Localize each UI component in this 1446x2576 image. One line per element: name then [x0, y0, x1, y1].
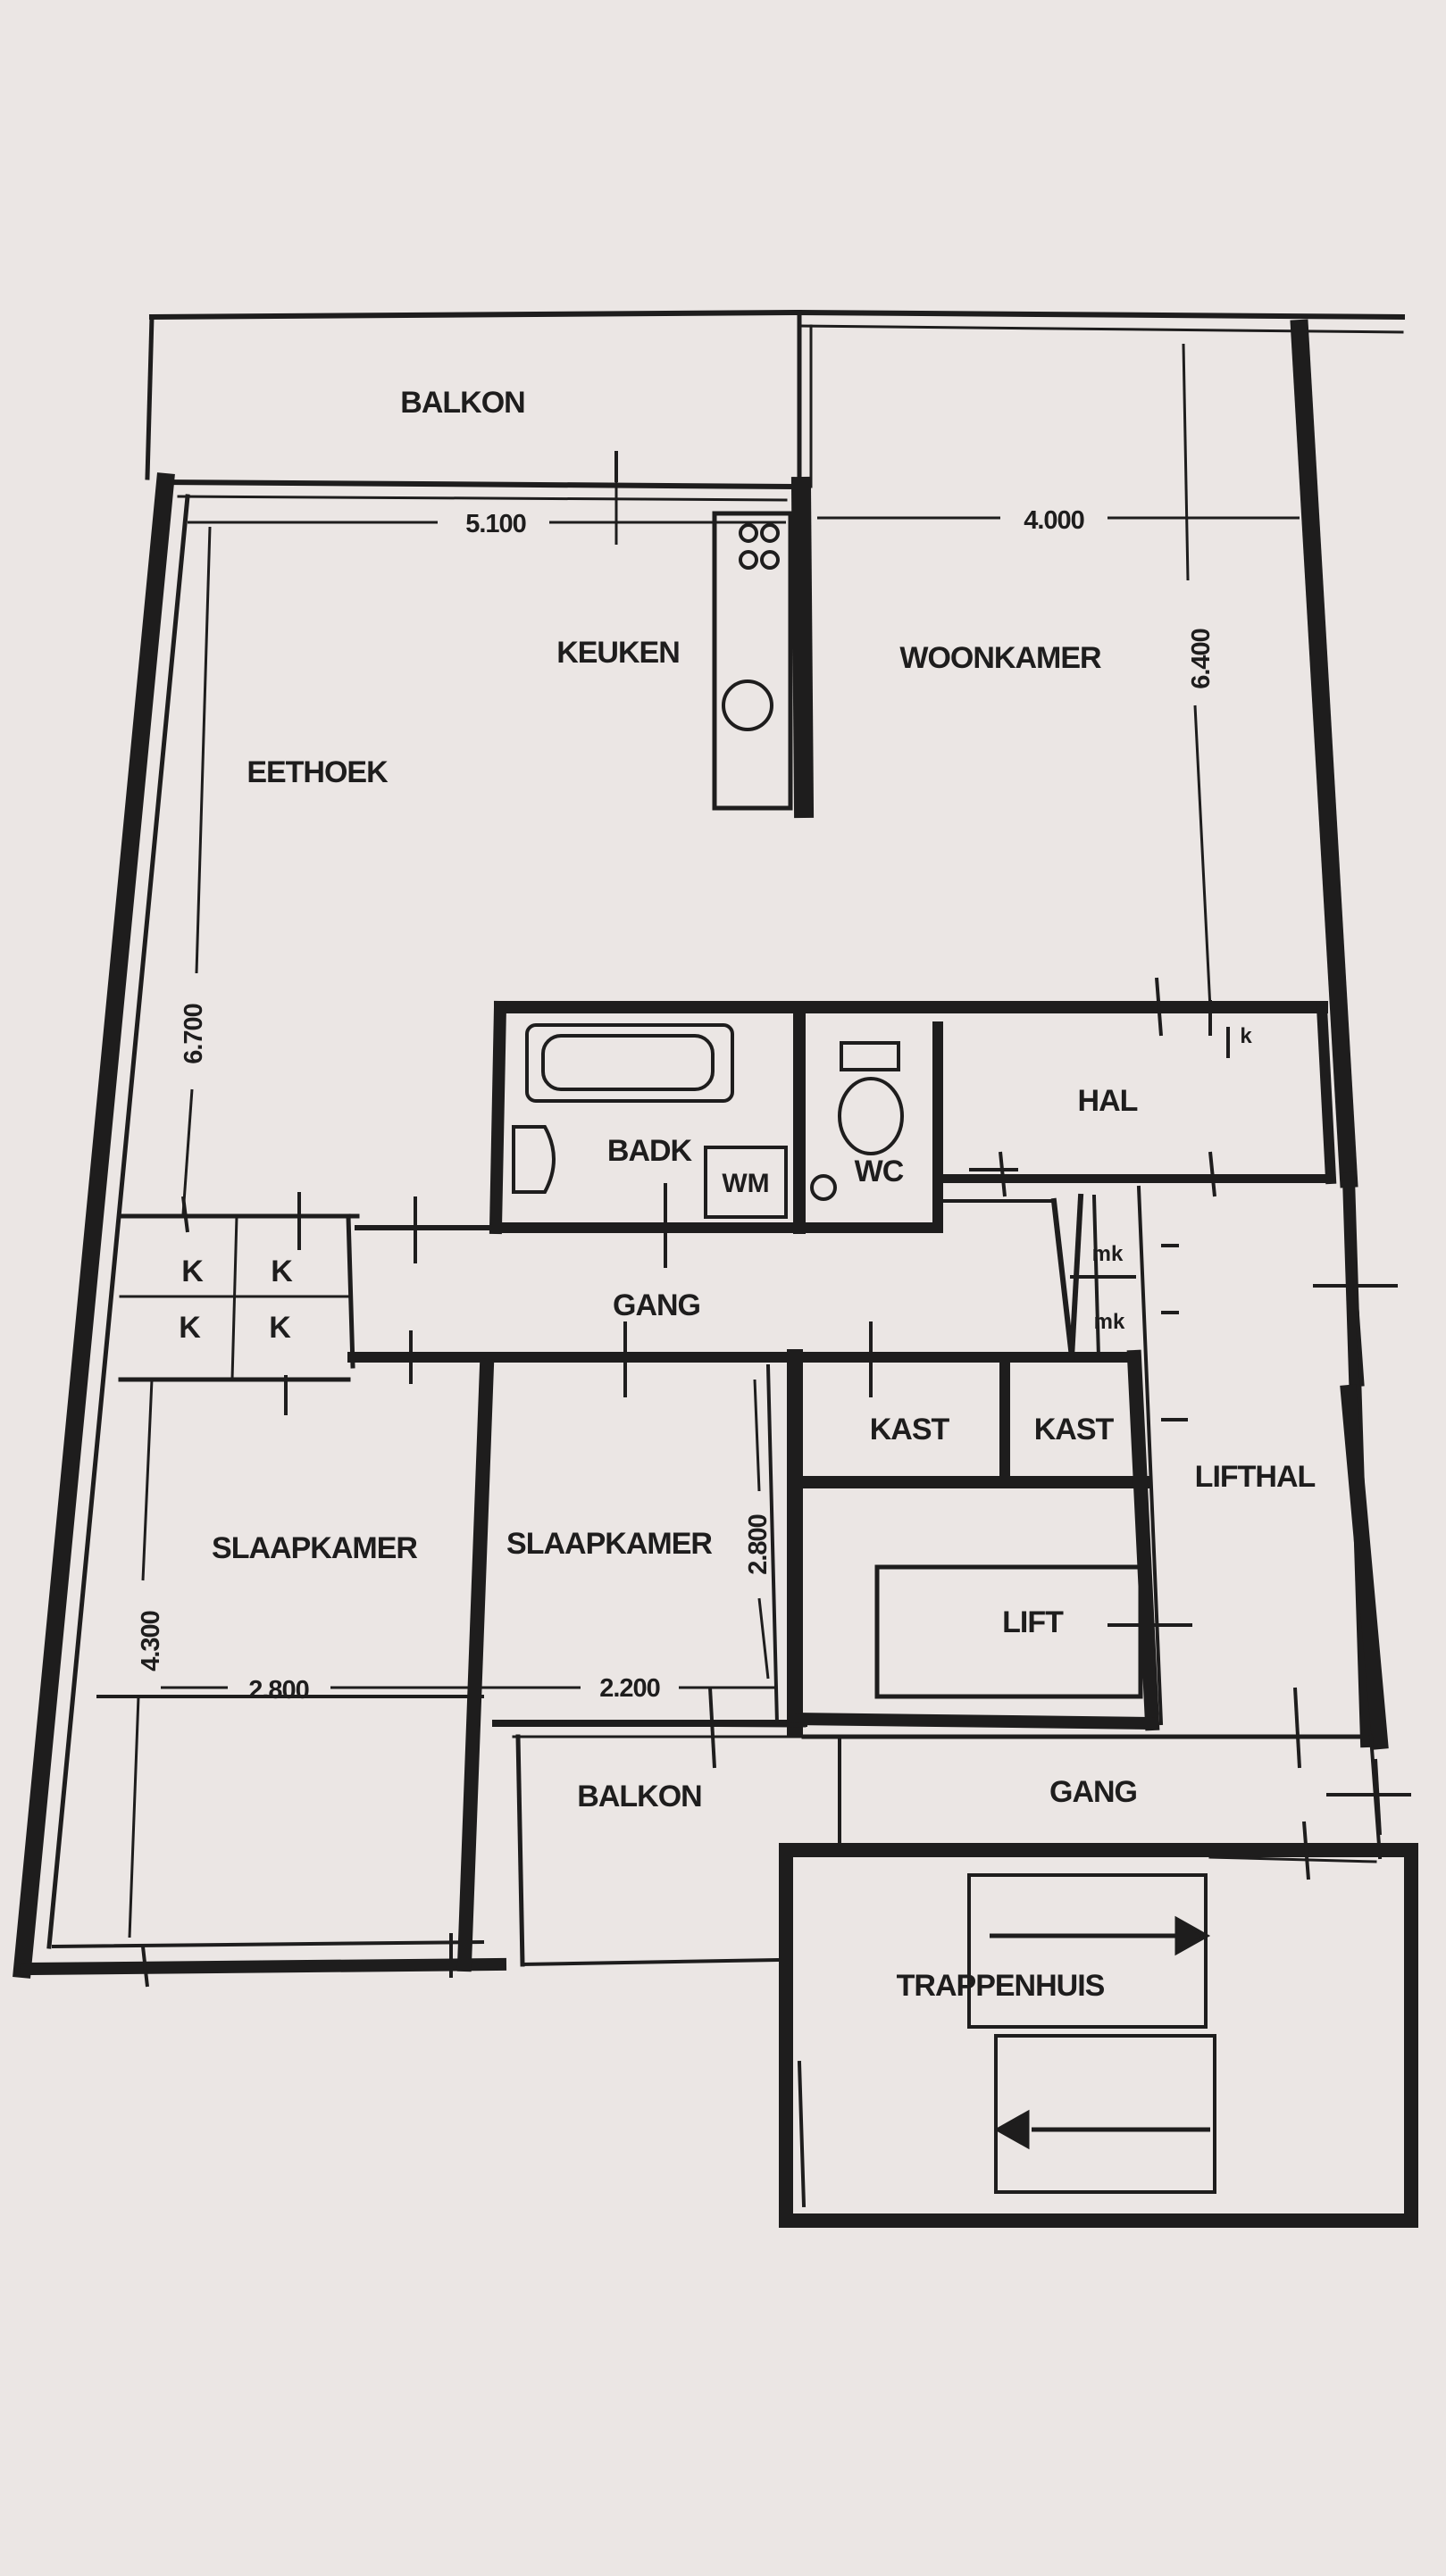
kitchen-sink-icon	[722, 679, 773, 731]
dimension-label-woonkamer-width: 4.000	[1024, 506, 1084, 535]
hob-burner-icon	[760, 550, 780, 570]
room-label-lifthal: LIFTHAL	[1195, 1460, 1316, 1494]
dimension-label-woonkamer-depth: 6.400	[1187, 629, 1216, 689]
stair-up-arrowhead-icon	[1174, 1915, 1211, 1956]
sink-icon	[512, 1125, 556, 1194]
label-wm: WM	[722, 1169, 769, 1198]
drain-icon	[810, 1174, 837, 1201]
closet-label-mk2: mk	[1094, 1310, 1125, 1334]
room-label-slaapkamer-2: SLAAPKAMER	[506, 1527, 712, 1561]
stair-down-arrowhead-icon	[993, 2109, 1030, 2150]
room-label-hal: HAL	[1078, 1084, 1138, 1118]
room-label-wc: WC	[855, 1155, 904, 1188]
room-label-trappenhuis: TRAPPENHUIS	[897, 1969, 1105, 2003]
closet-label-mk1: mk	[1092, 1242, 1124, 1266]
toilet-tank-icon	[840, 1041, 900, 1071]
toilet-icon	[838, 1077, 904, 1155]
washing-machine-box-icon	[704, 1146, 788, 1219]
fixtures	[512, 523, 904, 1219]
bathtub-icon	[525, 1023, 734, 1103]
stair-arrows	[990, 1915, 1211, 2150]
room-label-woonkamer: WOONKAMER	[899, 641, 1101, 675]
closet-label-k2: K	[271, 1255, 293, 1288]
dimension-label-slaapkamer1-depth: 4.300	[137, 1611, 165, 1671]
room-label-kast-2: KAST	[1034, 1413, 1115, 1446]
room-label-gang-bottom: GANG	[1049, 1775, 1137, 1809]
room-label-lift: LIFT	[1002, 1605, 1064, 1639]
room-label-balkon-bottom: BALKON	[577, 1780, 701, 1813]
closet-label-k3: K	[179, 1311, 201, 1345]
dimension-label-slaapkamer1-width: 2.800	[248, 1676, 309, 1705]
bathtub-inner-icon	[541, 1034, 715, 1091]
room-label-kast-1: KAST	[870, 1413, 950, 1446]
room-label-eethoek: EETHOEK	[247, 755, 389, 789]
room-label-balkon-top: BALKON	[400, 386, 524, 420]
room-label-slaapkamer-1: SLAAPKAMER	[212, 1531, 417, 1565]
dimension-label-eethoek-depth: 6.700	[180, 1004, 208, 1064]
dimension-label-eethoek-width: 5.100	[465, 510, 526, 538]
closet-label-k4: K	[269, 1311, 291, 1345]
dimension-label-slaapkamer2-width: 2.200	[599, 1674, 660, 1703]
walls	[13, 309, 1418, 2228]
dimension-lines	[128, 343, 1300, 1938]
room-label-badk: BADK	[607, 1134, 693, 1168]
hob-burner-icon	[739, 550, 758, 570]
closet-label-hal-k: k	[1240, 1024, 1252, 1048]
room-label-gang-main: GANG	[613, 1288, 700, 1322]
hob-burner-icon	[760, 523, 780, 543]
closet-label-k1: K	[181, 1255, 204, 1288]
room-label-keuken: KEUKEN	[556, 636, 680, 670]
dimension-label-slaapkamer2-depth: 2.800	[744, 1514, 773, 1575]
door-ticks	[141, 451, 1411, 1988]
hob-burner-icon	[739, 523, 758, 543]
